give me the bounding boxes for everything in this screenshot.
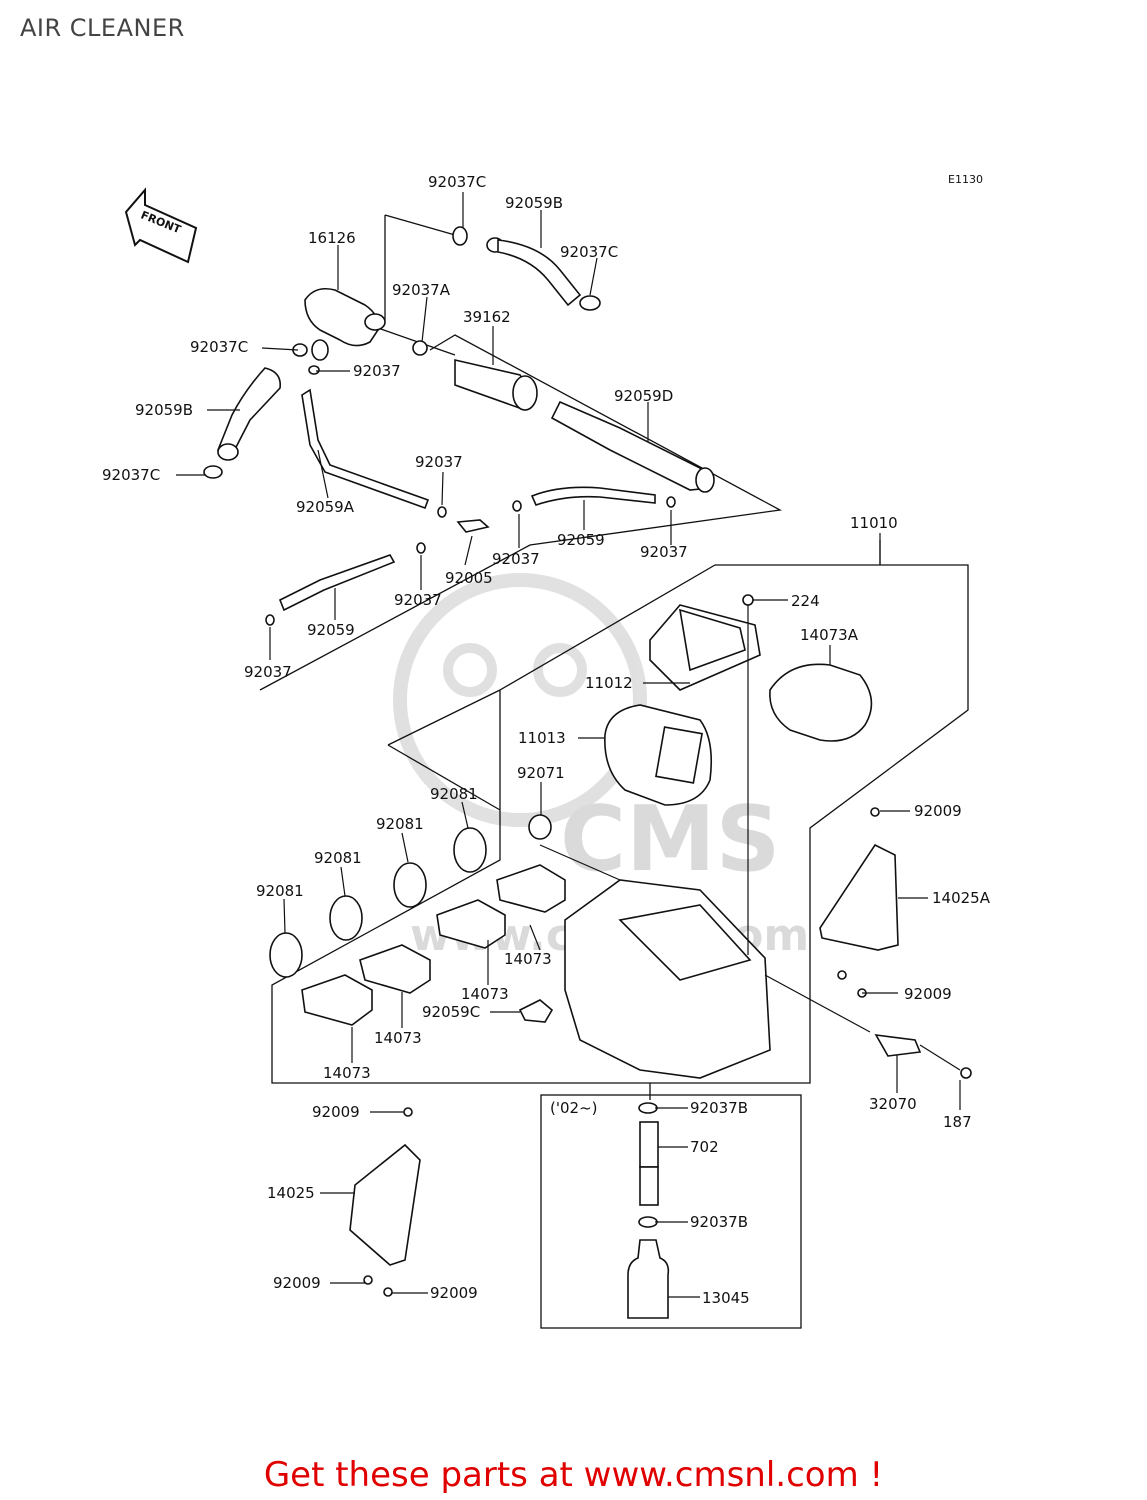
label-92009-b: 92009 bbox=[904, 985, 952, 1003]
label-92081-c: 92081 bbox=[314, 849, 362, 867]
label-11012: 11012 bbox=[585, 674, 633, 692]
label-11013: 11013 bbox=[518, 729, 566, 747]
label-13045: 13045 bbox=[702, 1289, 750, 1307]
part-labels: 92037C 92059B 92037C 16126 92037A 39162 … bbox=[102, 173, 991, 1307]
label-92037C-top: 92037C bbox=[428, 173, 486, 191]
label-11010: 11010 bbox=[850, 514, 898, 532]
label-92071: 92071 bbox=[517, 764, 565, 782]
footer-link[interactable]: Get these parts at www.cmsnl.com ! bbox=[263, 1455, 884, 1495]
label-92059B-left: 92059B bbox=[135, 401, 193, 419]
label-92081-b: 92081 bbox=[376, 815, 424, 833]
leader-lines bbox=[176, 192, 961, 1298]
label-92005: 92005 bbox=[445, 569, 493, 587]
label-39162: 39162 bbox=[463, 308, 511, 326]
diagram-code: E1130 bbox=[948, 173, 983, 186]
label-92009-a: 92009 bbox=[914, 802, 962, 820]
assembly-outline bbox=[259, 214, 969, 1329]
label-14073-a: 14073 bbox=[504, 950, 552, 968]
label-92037C-bottom: 92037C bbox=[102, 466, 160, 484]
label-14073-c: 14073 bbox=[374, 1029, 422, 1047]
label-92059C: 92059C bbox=[422, 1003, 480, 1021]
page-title: AIR CLEANER bbox=[20, 14, 185, 42]
label-702: 702 bbox=[690, 1138, 719, 1156]
label-92037C-left: 92037C bbox=[190, 338, 248, 356]
label-92037A: 92037A bbox=[392, 281, 451, 299]
label-92037-f: 92037 bbox=[244, 663, 292, 681]
label-92037B-b: 92037B bbox=[690, 1213, 748, 1231]
label-92037-d: 92037 bbox=[640, 543, 688, 561]
label-92081-d: 92081 bbox=[256, 882, 304, 900]
label-14025A: 14025A bbox=[932, 889, 991, 907]
label-92037-c: 92037 bbox=[492, 550, 540, 568]
label-92037-e: 92037 bbox=[394, 591, 442, 609]
label-14073A: 14073A bbox=[800, 626, 859, 644]
label-14025: 14025 bbox=[267, 1184, 315, 1202]
box-note: ('02~) bbox=[550, 1099, 597, 1117]
label-16126: 16126 bbox=[308, 229, 356, 247]
label-32070: 32070 bbox=[869, 1095, 917, 1113]
label-92059-a: 92059 bbox=[557, 531, 605, 549]
label-224: 224 bbox=[791, 592, 820, 610]
label-92009-e: 92009 bbox=[430, 1284, 478, 1302]
label-14073-d: 14073 bbox=[323, 1064, 371, 1082]
parts-shapes bbox=[203, 226, 972, 1319]
label-92037C-right: 92037C bbox=[560, 243, 618, 261]
label-92059D: 92059D bbox=[614, 387, 673, 405]
label-92059A: 92059A bbox=[296, 498, 355, 516]
label-92037-a: 92037 bbox=[353, 362, 401, 380]
label-92081-a: 92081 bbox=[430, 785, 478, 803]
label-92037B-a: 92037B bbox=[690, 1099, 748, 1117]
label-92037-b: 92037 bbox=[415, 453, 463, 471]
label-92009-c: 92009 bbox=[312, 1103, 360, 1121]
label-14073-b: 14073 bbox=[461, 985, 509, 1003]
label-92009-d: 92009 bbox=[273, 1274, 321, 1292]
label-187: 187 bbox=[943, 1113, 972, 1131]
front-arrow-icon: FRONT bbox=[124, 187, 198, 264]
label-92059-b: 92059 bbox=[307, 621, 355, 639]
label-92059B-top: 92059B bbox=[505, 194, 563, 212]
